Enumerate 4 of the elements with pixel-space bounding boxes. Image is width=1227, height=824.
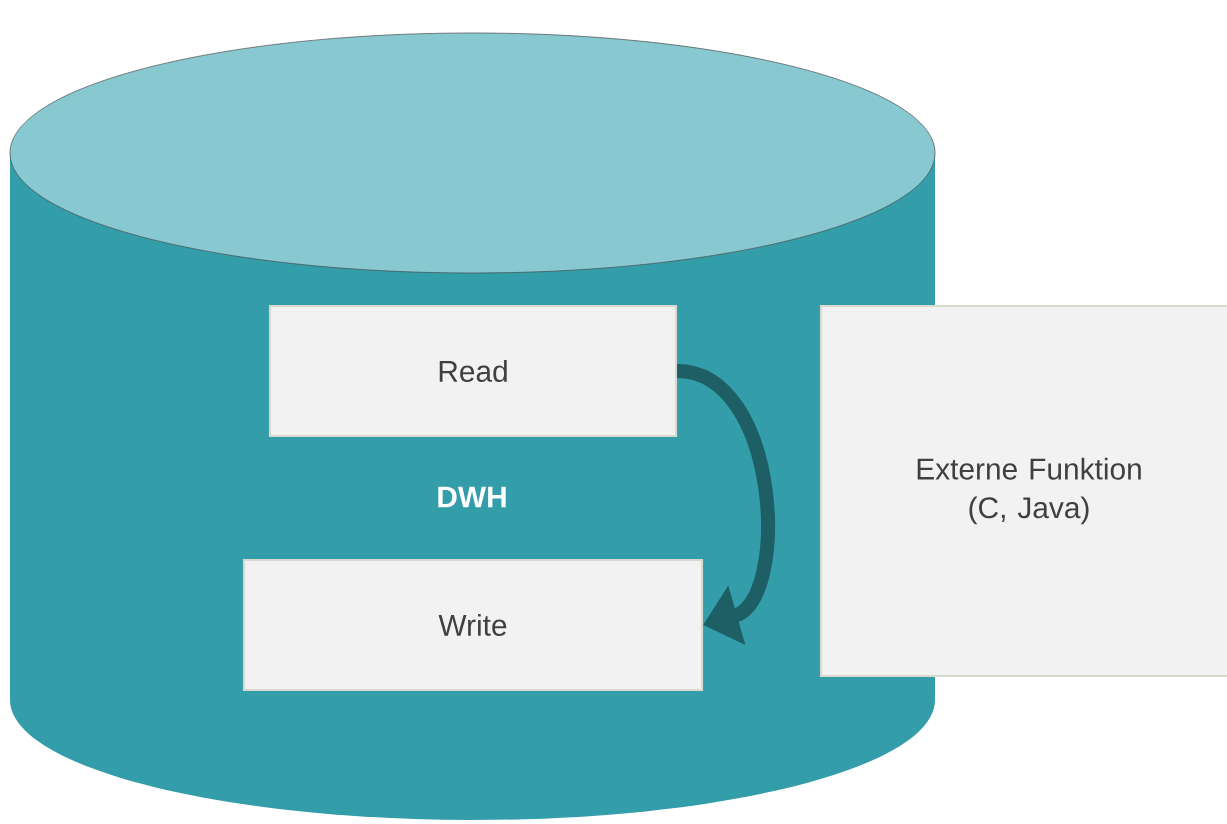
process-box: Write	[242, 558, 704, 692]
process-box: Read	[268, 304, 678, 438]
curved-arrow	[675, 364, 775, 646]
function-box: Externe Funktion (C, Java)	[819, 304, 1227, 678]
